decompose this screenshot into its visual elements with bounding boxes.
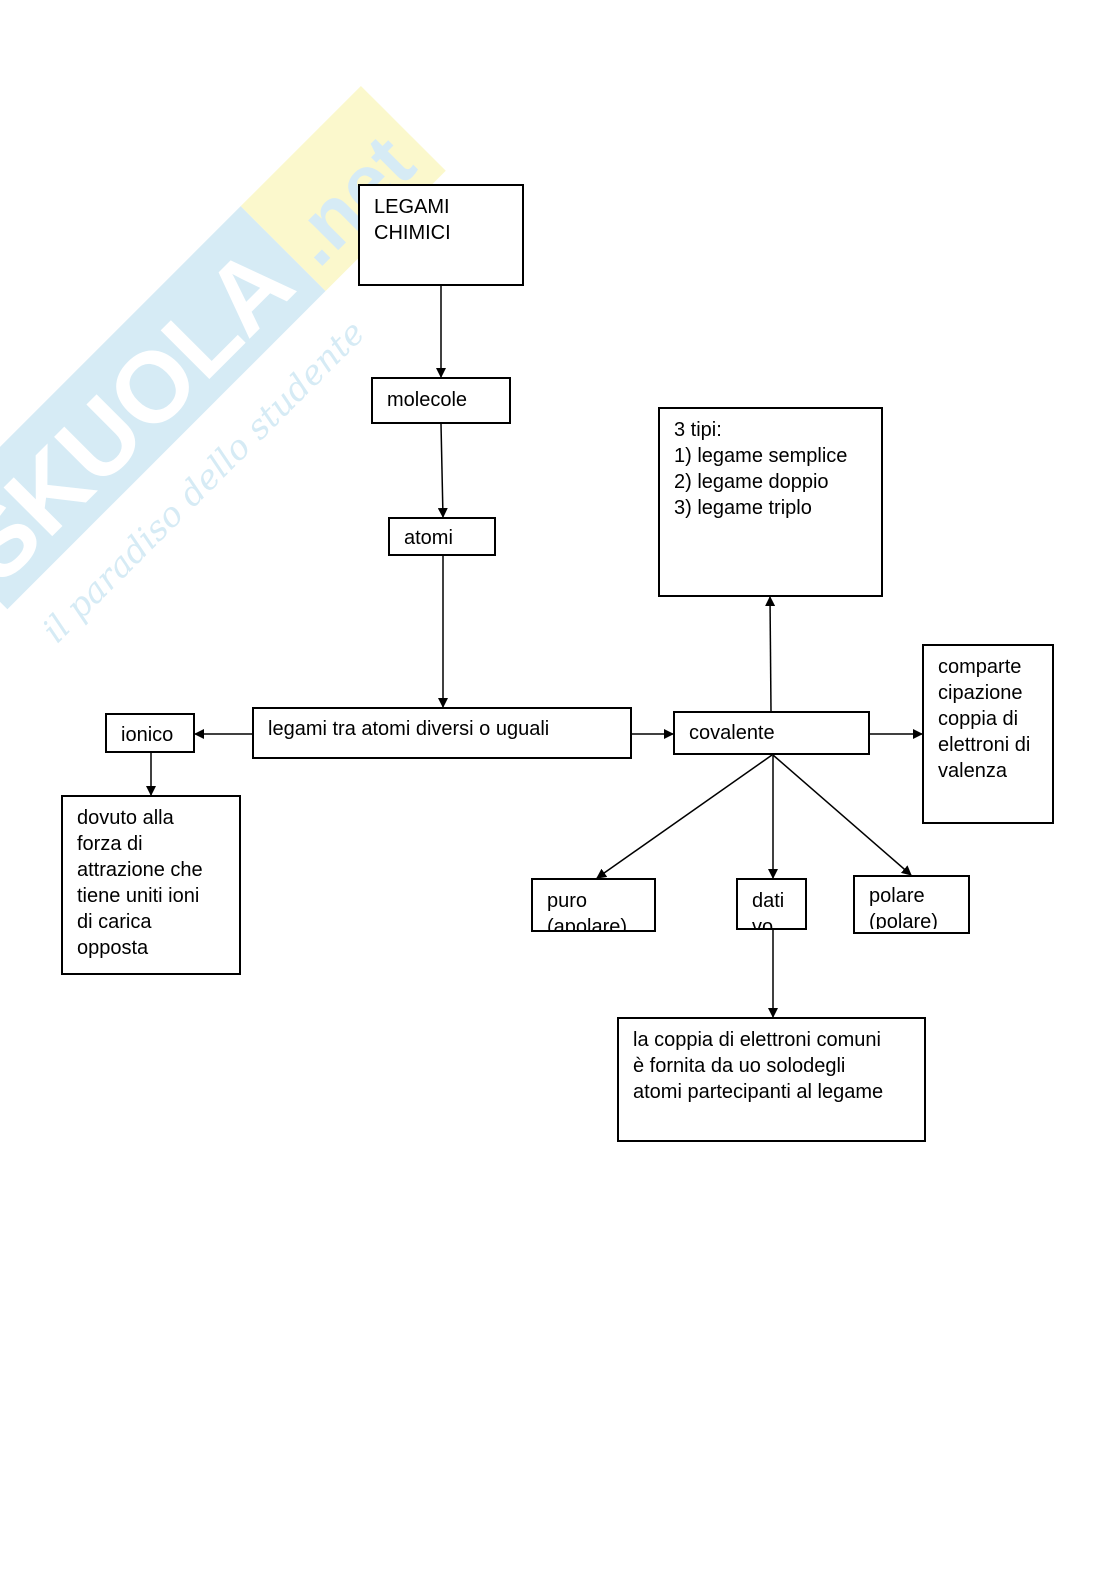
node-label: dovuto alla forza di attrazione che tien… [77,807,203,959]
node-polare: polare (polare) [853,875,970,934]
arrow-covalente-polare [772,754,912,876]
node-label: comparte cipazione coppia di elettroni d… [938,656,1031,782]
node-dativo-description: la coppia di elettroni comuni è fornita … [617,1017,926,1142]
node-ionico: ionico [105,713,195,753]
watermark-band-blue [0,206,326,610]
node-puro: puro (apolare) [531,878,656,932]
node-dativo: dati vo [736,878,807,930]
node-atomi: atomi [388,517,496,556]
node-tre-tipi: 3 tipi: 1) legame semplice 2) legame dop… [658,407,883,597]
node-label: ionico [121,724,174,746]
node-label: atomi [404,527,453,549]
node-label: la coppia di elettroni comuni è fornita … [633,1029,884,1103]
node-label: LEGAMI CHIMICI [374,196,451,244]
node-ionico-description: dovuto alla forza di attrazione che tien… [61,795,241,975]
node-label: polare (polare) [869,885,938,929]
arrow-covalente-tipi [765,596,776,712]
arrow-covalente-puro [596,754,773,879]
node-label: legami tra atomi diversi o uguali [268,718,550,740]
node-legami-tra-atomi: legami tra atomi diversi o uguali [252,707,632,759]
node-label: covalente [689,722,775,744]
node-legami-chimici: LEGAMI CHIMICI [358,184,524,286]
node-molecole: molecole [371,377,511,424]
node-label: 3 tipi: 1) legame semplice 2) legame dop… [674,419,848,519]
watermark-band-yellow [240,85,446,292]
node-label: molecole [387,389,468,411]
node-label: puro (apolare) [547,890,628,931]
node-label: dati vo [752,890,785,929]
node-comparte: comparte cipazione coppia di elettroni d… [922,644,1054,824]
node-covalente: covalente [673,711,870,755]
arrow-molecole-atomi [437,423,448,518]
